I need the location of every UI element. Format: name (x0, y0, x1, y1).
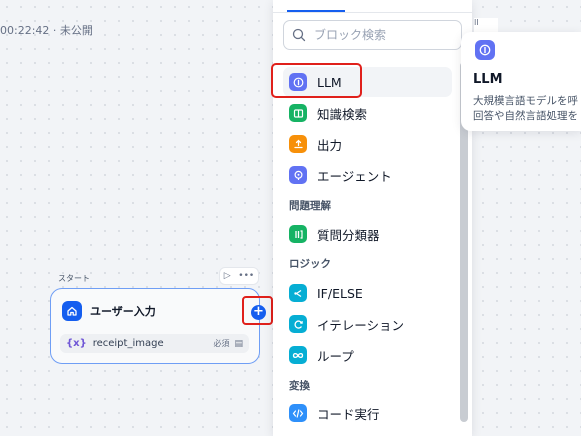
block-label: LLM (317, 74, 342, 90)
block-label: エージェント (317, 168, 392, 184)
tab-blocks[interactable] (293, 0, 297, 4)
block-label: 質問分類器 (317, 227, 380, 243)
llm-icon (475, 40, 495, 60)
node-header: ユーザー入力 (62, 301, 156, 321)
block-item-if-else[interactable]: IF/ELSE (283, 278, 452, 308)
search-input[interactable] (312, 27, 456, 43)
node-title: ユーザー入力 (90, 305, 156, 318)
block-item-agent[interactable]: エージェント (283, 160, 452, 190)
search-icon (292, 28, 306, 42)
highlight-llm-item (271, 63, 362, 98)
start-node[interactable]: ユーザー入力 {x} receipt_image 必須 ▤ (50, 288, 260, 364)
required-badge: 必須 (213, 339, 230, 348)
block-item-output[interactable]: 出力 (283, 129, 452, 159)
home-icon (62, 301, 82, 321)
variable-icon: {x} (66, 338, 87, 349)
run-icon[interactable]: ▷ (223, 271, 231, 281)
preview-description-line: 大規模言語モデルを呼 (473, 95, 578, 107)
iteration-icon (289, 315, 307, 333)
block-item-question-classifier[interactable]: 質問分類器 (283, 219, 452, 249)
highlight-add-button (242, 296, 273, 325)
llm-icon (289, 73, 307, 91)
output-icon (289, 135, 307, 153)
workflow-status: 00:22:42 · 未公開 (0, 24, 93, 37)
section-transform: 変換 (289, 380, 310, 392)
loop-icon (289, 346, 307, 364)
block-item-knowledge-retrieval[interactable]: 知識検索 (283, 98, 452, 128)
preview-title: LLM (473, 72, 503, 87)
block-label: イテレーション (317, 317, 405, 333)
preview-description: 大規模言語モデルを呼 回答や自然言語処理を (473, 94, 581, 124)
block-label: 出力 (317, 137, 343, 153)
block-item-iteration[interactable]: イテレーション (283, 309, 452, 339)
add-next-block-button[interactable]: + (251, 305, 266, 320)
block-label: ループ (317, 348, 354, 364)
panel-tabs (273, 0, 472, 13)
section-logic: ロジック (289, 258, 331, 270)
start-section-label: スタート (58, 274, 90, 283)
book-icon (289, 104, 307, 122)
block-search[interactable] (283, 20, 462, 50)
block-label: IF/ELSE (317, 285, 363, 301)
node-actions: ▷ ••• (219, 267, 259, 285)
block-item-code[interactable]: コード実行 (283, 398, 452, 428)
block-preview-card: LLM 大規模言語モデルを呼 回答や自然言語処理を (461, 32, 581, 131)
section-question-understanding: 問題理解 (289, 200, 331, 212)
more-icon[interactable]: ••• (238, 271, 255, 281)
panel-scrollbar[interactable] (460, 62, 468, 422)
active-tab-indicator (287, 10, 345, 12)
block-label: 知識検索 (317, 106, 368, 122)
block-label: コード実行 (317, 406, 380, 422)
variable-name: receipt_image (92, 338, 164, 349)
tab-tools[interactable] (365, 0, 369, 4)
block-item-loop[interactable]: ループ (283, 340, 452, 370)
block-selector-panel: LLM 知識検索 出力 エージェント 問題理解 質問分類器 ロジック IF/EL… (273, 0, 472, 436)
block-item-llm[interactable]: LLM (283, 67, 452, 97)
branch-icon (289, 284, 307, 302)
classifier-icon (289, 225, 307, 243)
agent-icon (289, 166, 307, 184)
variable-row[interactable]: {x} receipt_image 必須 ▤ (60, 334, 249, 353)
preview-tag: II (474, 18, 498, 36)
file-type-icon: ▤ (234, 338, 243, 349)
code-icon (289, 404, 307, 422)
preview-description-line: 回答や自然言語処理を (473, 110, 578, 122)
